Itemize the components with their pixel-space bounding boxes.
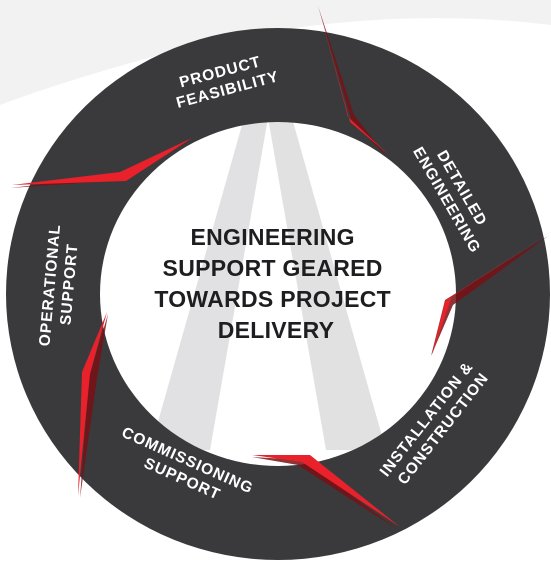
chevron-4 xyxy=(78,312,107,496)
background-swoosh xyxy=(0,0,551,105)
chevron-separators xyxy=(10,5,550,530)
process-ring xyxy=(6,28,550,560)
center-text-line: DELIVERY xyxy=(218,317,335,343)
chevron-shadow-2 xyxy=(431,236,548,356)
center-text-line: TOWARDS PROJECT xyxy=(154,286,391,312)
chevron-accents xyxy=(12,5,550,527)
center-statement: ENGINEERING SUPPORT GEARED TOWARDS PROJE… xyxy=(154,224,397,343)
chevron-5 xyxy=(12,138,192,185)
svg-text:ENGINEERING SUPPORT GEAR: ENGINEERING SUPPORT GEARED TOWARDS PROJE… xyxy=(154,224,397,343)
center-text-line: ENGINEERING xyxy=(190,224,354,250)
chevron-3 xyxy=(252,455,400,527)
chevron-1 xyxy=(318,5,388,154)
center-text-line: SUPPORT GEARED xyxy=(163,255,383,281)
